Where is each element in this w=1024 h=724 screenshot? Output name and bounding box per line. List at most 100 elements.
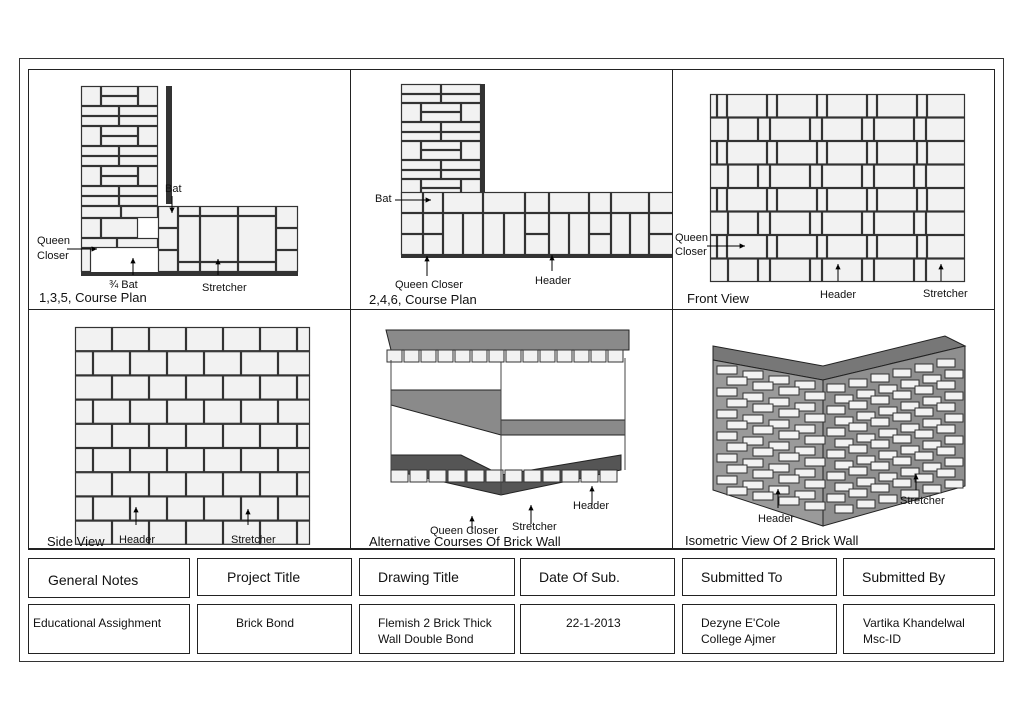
right-face-brick — [900, 489, 920, 499]
brick — [137, 165, 159, 187]
brick — [422, 233, 444, 256]
panel-title: Alternative Courses Of Brick Wall — [369, 534, 561, 549]
brick — [148, 423, 187, 449]
right-face-brick — [922, 374, 942, 384]
brick — [400, 159, 442, 171]
brick — [442, 191, 484, 214]
bottom-course-brick — [485, 469, 504, 483]
brick — [916, 140, 928, 165]
right-face-brick — [856, 455, 876, 465]
brick — [482, 212, 505, 256]
project-title-header: Project Title — [197, 558, 352, 596]
left-face-brick — [794, 490, 816, 500]
brick — [92, 496, 131, 521]
brick — [524, 233, 550, 256]
left-face-brick — [804, 457, 826, 467]
right-face-brick — [914, 451, 934, 461]
brick — [74, 375, 113, 400]
right-face-brick — [826, 405, 846, 415]
brick — [876, 93, 918, 118]
brick — [116, 237, 159, 249]
brick — [111, 472, 150, 497]
brick — [222, 423, 261, 449]
drawing-sheet-border — [19, 58, 1004, 662]
left-face-brick — [742, 458, 764, 468]
brick — [166, 399, 205, 424]
brick — [809, 258, 823, 283]
right-face-brick — [848, 378, 868, 388]
left-face-brick — [778, 430, 800, 440]
top-course-brick — [454, 349, 471, 363]
brick — [259, 326, 298, 352]
brick — [80, 185, 120, 197]
header-label: Header — [119, 534, 156, 546]
brick — [816, 234, 828, 259]
brick — [120, 205, 159, 219]
brick — [816, 187, 828, 212]
stretcher-label: Stretcher — [231, 534, 276, 546]
side-view-drawing — [74, 326, 311, 545]
brick — [916, 187, 928, 212]
arrow-head — [91, 246, 97, 252]
brick — [185, 472, 224, 497]
brick — [610, 212, 631, 256]
brick — [237, 261, 277, 273]
brick — [275, 205, 299, 229]
top-course-brick — [590, 349, 607, 363]
brick — [400, 121, 442, 133]
brick — [816, 140, 828, 165]
brick — [709, 140, 718, 165]
right-face-brick — [900, 401, 920, 411]
brick — [137, 85, 159, 107]
top-course-brick — [386, 349, 403, 363]
brick — [80, 247, 92, 273]
brick — [913, 164, 927, 189]
right-face-brick — [834, 504, 854, 514]
project-title-value: Brick Bond — [197, 604, 352, 654]
stretcher-label: Stretcher — [512, 521, 557, 533]
drawing-title-header: Drawing Title — [359, 558, 515, 596]
left-face-brick — [768, 419, 790, 429]
brick — [548, 212, 570, 256]
top-course-brick — [522, 349, 539, 363]
left-face-brick — [778, 496, 800, 506]
right-face-brick — [878, 494, 898, 504]
brick — [74, 520, 113, 545]
left-face-brick — [752, 403, 774, 413]
left-face-brick — [768, 441, 790, 451]
right-face-brick — [870, 395, 890, 405]
left-face-brick — [778, 408, 800, 418]
brick — [400, 102, 422, 123]
bottom-course-brick — [542, 469, 561, 483]
brick — [482, 191, 526, 214]
left-face-brick — [794, 468, 816, 478]
brick — [826, 93, 868, 118]
brick — [259, 472, 298, 497]
brick — [80, 165, 102, 187]
left-face-brick — [778, 386, 800, 396]
brick — [400, 140, 422, 161]
brick — [861, 164, 875, 189]
right-face-brick — [922, 396, 942, 406]
brick — [462, 212, 484, 256]
brick — [727, 117, 759, 142]
brick — [277, 447, 311, 473]
brick — [203, 399, 242, 424]
value-text: Vartika Khandelwal Msc-ID — [863, 616, 965, 646]
brick — [203, 351, 242, 376]
right-face-brick — [892, 434, 912, 444]
brick — [277, 496, 311, 521]
header-text: Project Title — [227, 569, 301, 585]
submitted-to-header: Submitted To — [682, 558, 837, 596]
brick — [769, 117, 811, 142]
brick — [185, 326, 224, 352]
isometric-view-drawing — [712, 335, 967, 527]
brick — [716, 187, 728, 212]
panel-title: 1,3,5, Course Plan — [39, 290, 147, 305]
brick — [648, 191, 672, 214]
brick — [709, 117, 729, 142]
brick — [925, 117, 966, 142]
brick — [100, 95, 139, 107]
brick — [588, 233, 612, 256]
right-face-brick — [826, 493, 846, 503]
